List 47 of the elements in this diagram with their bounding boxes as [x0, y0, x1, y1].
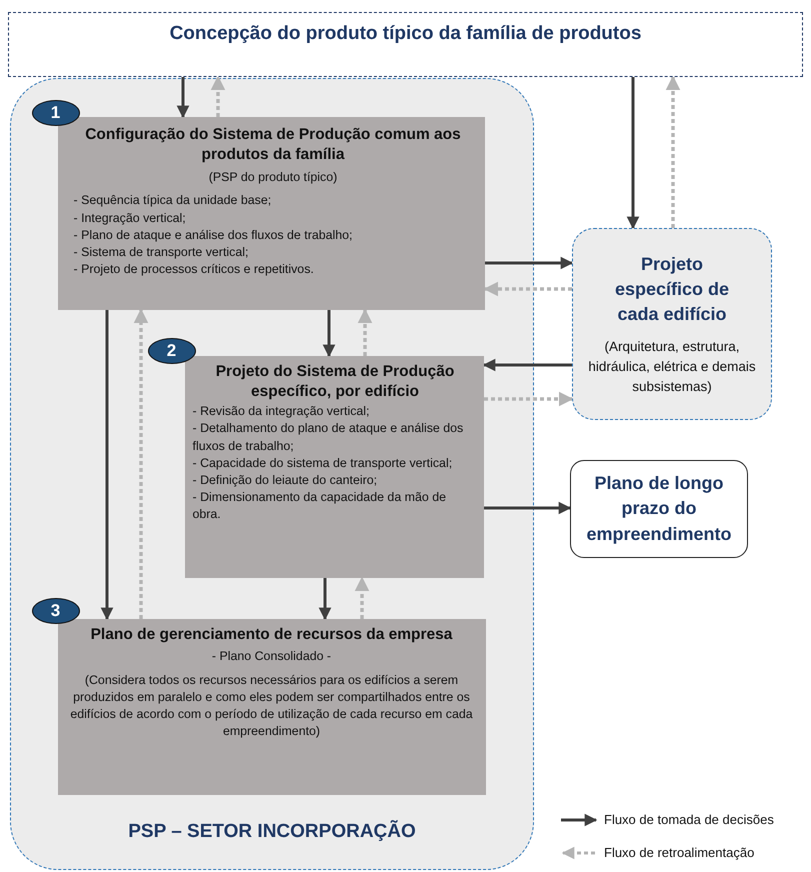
project-box	[572, 228, 772, 420]
list-item: - Sequência típica da unidade base;	[74, 192, 272, 210]
list-item: - Definição do leiaute do canteiro;	[192, 472, 378, 489]
feedback-arrow	[134, 308, 148, 619]
box-text: (Arquitetura, estrutura, hidráulica, elétrica e demais subsistemas)	[587, 338, 757, 396]
list-item: - Integração vertical;	[74, 210, 187, 227]
step-badge: 1	[32, 100, 80, 126]
feedback-arrow	[354, 576, 370, 619]
feedback-arrow	[666, 76, 680, 228]
step-badge: 2	[148, 338, 196, 364]
plan-box	[570, 460, 748, 558]
decision-arrow	[318, 578, 332, 620]
list-item: - Dimensionamento da capacidade da mão de obra.	[192, 488, 447, 523]
process-box	[184, 356, 484, 578]
box-text: (PSP do produto típico)	[208, 169, 338, 186]
legend-label: Fluxo de tomada de decisões	[604, 812, 774, 827]
panel-title: PSP – SETOR INCORPORAÇÃO	[128, 821, 416, 843]
box-heading: Plano de longo prazo do empreendimento	[585, 472, 733, 546]
decision-arrow	[100, 310, 114, 620]
list-item: - Sistema de transporte vertical;	[74, 244, 250, 261]
decision-arrow	[484, 502, 572, 514]
decision-arrow	[482, 358, 572, 372]
list-item: - Projeto de processos críticos e repetitivos.	[74, 260, 315, 278]
feedback-arrow	[484, 282, 572, 296]
sector-panel	[10, 78, 534, 870]
title-box: Concepção do produto típico da família de produtos	[8, 12, 803, 77]
list-item: - Revisão da integração vertical;	[192, 403, 370, 420]
box-text: (Considera todos os recursos necessários para os edifícios a serem produzidos em paralelo e como eles podem ser compartilhados entre os edifícios de acordo com o período de utilização de cada recurso em cada empreendimento)	[69, 672, 474, 740]
feedback-arrow	[210, 76, 226, 117]
step-badge: 3	[32, 598, 80, 624]
feedback-arrow	[358, 308, 372, 356]
decision-arrow	[626, 77, 640, 230]
legend-label: Fluxo de retroalimentação	[604, 845, 754, 860]
process-box	[58, 116, 484, 310]
decision-arrow	[322, 310, 336, 358]
process-box	[58, 618, 486, 794]
box-heading: Configuração do Sistema de Produção comum aos produtos da família	[84, 124, 462, 166]
decision-arrow	[176, 77, 190, 118]
list-item: - Capacidade do sistema de transporte vertical;	[192, 454, 454, 472]
box-heading: Projeto específico de cada edifício	[614, 252, 730, 326]
list-item: - Detalhamento do plano de ataque e análise dos fluxos de trabalho;	[192, 420, 464, 455]
box-heading: Projeto do Sistema de Produção específico, por edifício	[214, 362, 456, 402]
feedback-arrow	[484, 392, 574, 406]
list-item: - Plano de ataque e análise dos fluxos de trabalho;	[74, 226, 354, 244]
box-text: - Plano Consolidado -	[210, 648, 332, 666]
decision-arrow	[485, 256, 574, 270]
box-heading: Plano de gerenciamento de recursos da empresa	[90, 624, 454, 644]
